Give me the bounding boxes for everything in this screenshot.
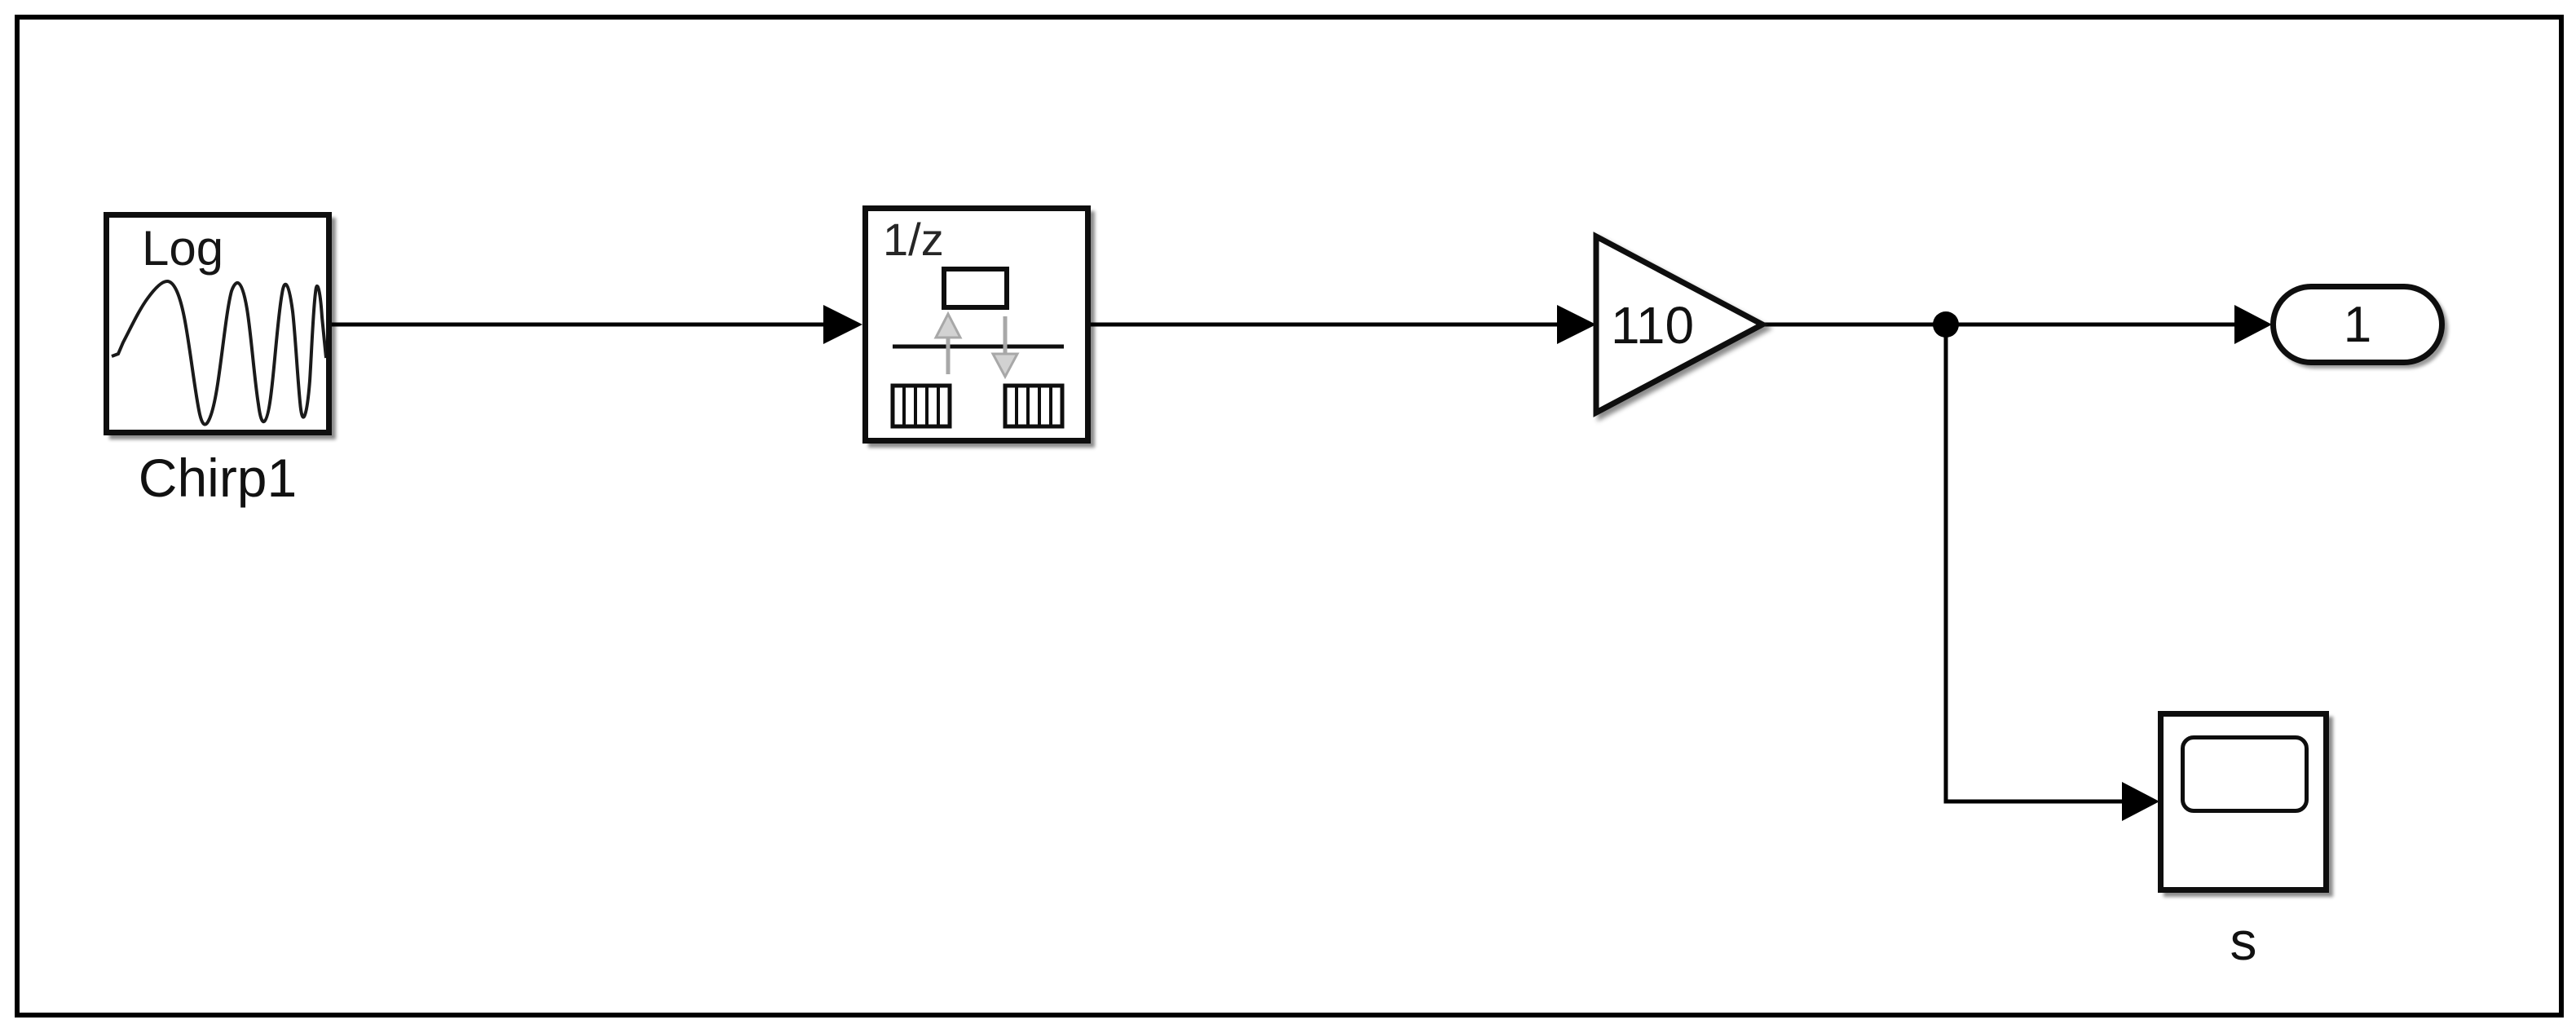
wire-branch-to-scope[interactable]	[1943, 324, 2124, 804]
scope-block[interactable]	[2158, 711, 2329, 893]
chirp-waveform-icon	[111, 279, 326, 426]
gain-triangle-icon	[1593, 232, 1769, 417]
chirp-block-label[interactable]: Chirp1	[138, 448, 298, 508]
scope-screen-icon	[2181, 735, 2309, 813]
arrowhead-delay-input-icon	[823, 305, 862, 344]
outport-number: 1	[2343, 296, 2372, 353]
arrowhead-scope-input-icon	[2122, 782, 2159, 821]
gain-value-text: 110	[1611, 296, 1695, 355]
diagram-border	[15, 15, 2564, 1018]
gain-block[interactable]: 110	[1590, 232, 1777, 419]
arrowhead-gain-input-icon	[1557, 305, 1596, 344]
delay-buffer-icon	[890, 267, 1065, 429]
delay-1z-text: 1/z	[883, 214, 944, 265]
arrowhead-outport-input-icon	[2234, 305, 2272, 344]
outport-block[interactable]: 1	[2270, 284, 2445, 365]
branch-junction-dot[interactable]	[1933, 311, 1959, 338]
chirp-source-block[interactable]: Log	[104, 212, 332, 435]
chirp-log-text: Log	[142, 221, 224, 276]
unit-delay-block[interactable]: 1/z	[862, 205, 1091, 444]
scope-block-label[interactable]: s	[2230, 911, 2257, 971]
